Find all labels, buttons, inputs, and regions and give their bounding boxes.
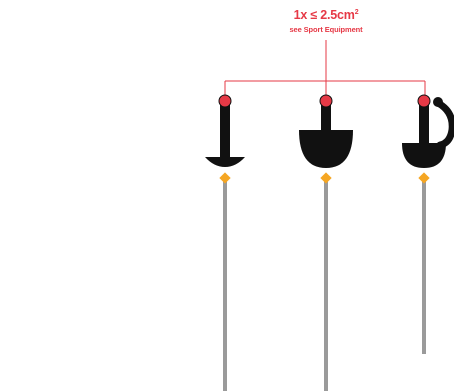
sport-equipment-reference: see Sport Equipment <box>289 25 363 34</box>
foil-pommel-sensor <box>218 94 232 108</box>
sabre-grip <box>419 104 429 146</box>
epee-grip <box>321 104 331 134</box>
epee-icon <box>299 94 353 391</box>
sabre-guard-tip <box>433 97 443 107</box>
callout-bracket <box>224 40 426 97</box>
epee-pommel-sensor <box>319 94 333 108</box>
contact-area-label: 1x ≤ 2.5cm2 <box>250 8 402 22</box>
foil-blade-marker <box>219 172 231 184</box>
sabre-icon <box>402 94 454 354</box>
contact-area-superscript: 2 <box>354 8 359 16</box>
foil-guard <box>205 157 245 167</box>
epee-blade-marker <box>320 172 332 184</box>
epee-guard <box>299 130 353 168</box>
contact-area-value: 1x ≤ 2.5cm <box>293 8 355 22</box>
sabre-guard <box>402 143 446 168</box>
foil-icon <box>205 94 245 391</box>
sabre-blade-marker <box>418 172 430 184</box>
foil-grip <box>220 104 230 159</box>
sabre-pommel-sensor <box>417 94 431 108</box>
sabre-knuckle-guard <box>434 99 454 149</box>
